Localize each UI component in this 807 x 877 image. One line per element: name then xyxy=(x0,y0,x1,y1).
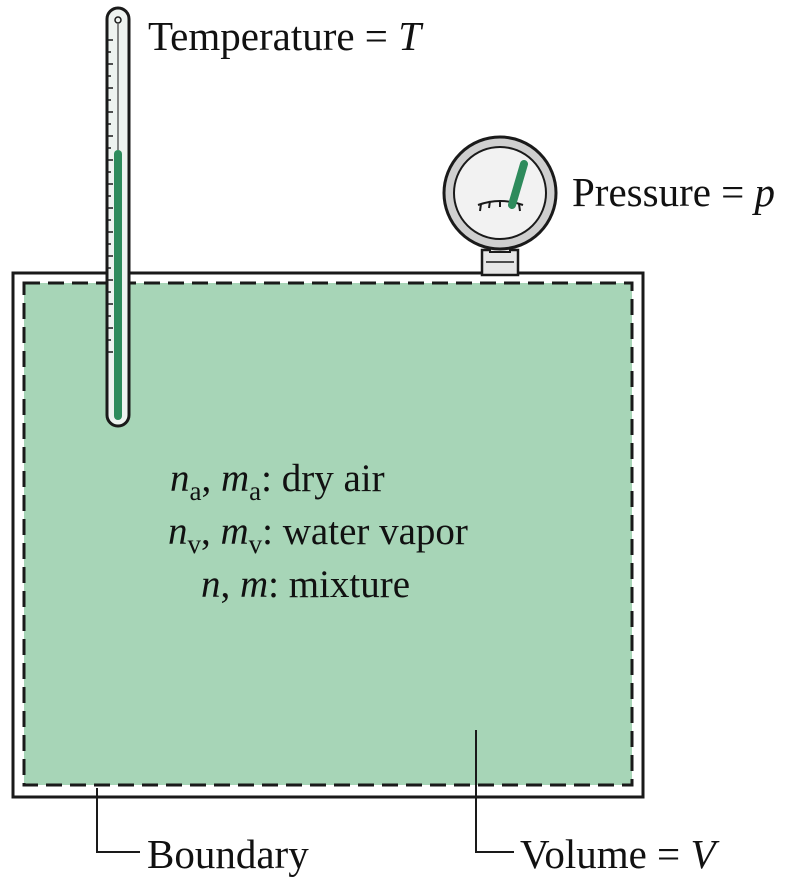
mixture-line-water-vapor: nv, mv: water vapor xyxy=(168,510,468,559)
pressure-label: Pressure = p xyxy=(572,169,776,215)
mixture-line-mixture: n, m: mixture xyxy=(201,563,411,606)
thermometer-icon xyxy=(105,6,131,428)
volume-leader-line xyxy=(475,730,514,853)
system-boundary-dashed xyxy=(22,281,634,787)
volume-label: Volume = V xyxy=(520,831,716,877)
boundary-label: Boundary xyxy=(147,831,309,877)
boundary-leader-line xyxy=(96,788,140,853)
mixture-line-dry-air: na, ma: dry air xyxy=(170,457,385,506)
pressure-gauge-icon xyxy=(442,135,558,277)
temperature-label: Temperature = T xyxy=(148,13,421,59)
